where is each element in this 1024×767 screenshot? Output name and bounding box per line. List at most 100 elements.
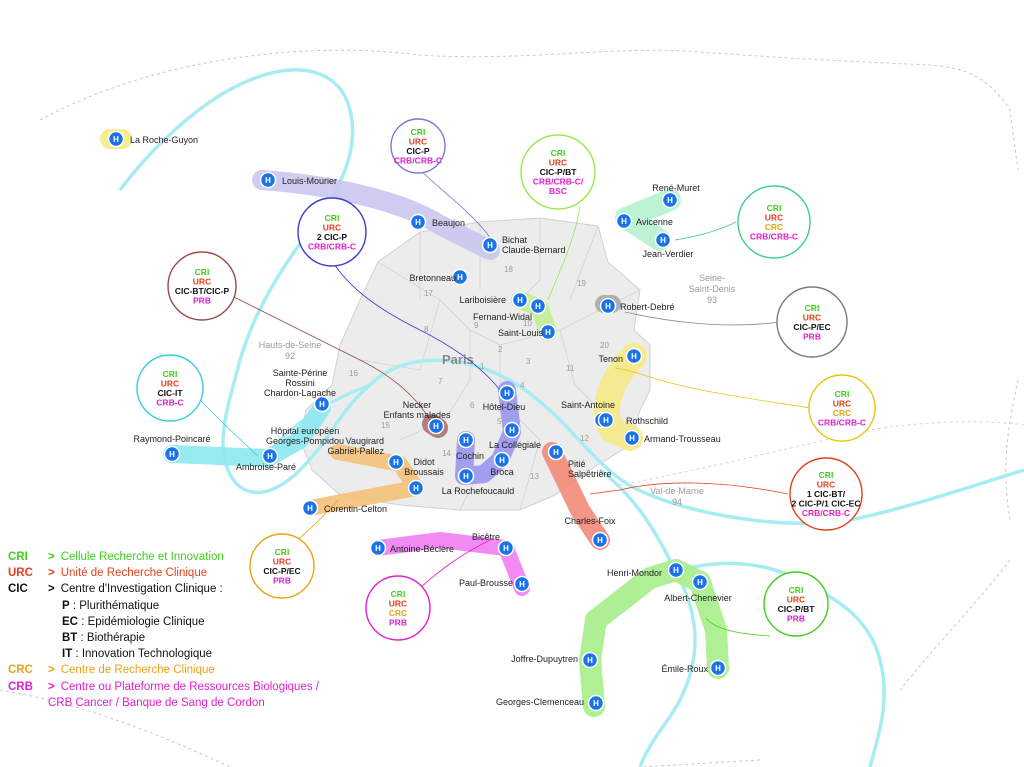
hospital-la-rochefoucauld[interactable]: HLa Rochefoucauld [442, 467, 515, 497]
badge-line: URC [787, 594, 805, 604]
hospital-label: Cochin [456, 451, 484, 461]
hospital-icon [493, 451, 511, 469]
hospital-label: Tenon [598, 354, 623, 364]
badge-line: URC [833, 398, 851, 408]
hospital-icon-letter: H [499, 456, 505, 465]
paris-label: Paris [442, 352, 474, 367]
hospital-label: Rothschild [626, 416, 668, 426]
hospital-icon [498, 384, 516, 402]
hospital-icon [511, 291, 529, 309]
hospital-louis-mourier[interactable]: H Louis-Mourier [259, 171, 338, 189]
dept-label-94: Val-de-Marne [650, 486, 704, 496]
badge-line: URC [803, 312, 821, 322]
hospital-icon-letter: H [463, 436, 469, 445]
hospital-icon [615, 212, 633, 230]
legend-item-crc: CRC > Centre de Recherche Clinique [8, 662, 338, 678]
hospital-icon-letter: H [519, 580, 525, 589]
arr-15: 15 [381, 421, 390, 430]
hospital-icon-letter: H [504, 389, 510, 398]
legend-arrow: > [48, 680, 55, 693]
hospital-label: Émile-Roux [661, 664, 708, 674]
legend-text: Unité de Recherche Clinique [60, 567, 208, 580]
hospital-label: Louis-Mourier [282, 176, 337, 186]
hospital-emile-roux[interactable]: H Émile-Roux [661, 659, 727, 677]
legend-arrow: > [48, 551, 55, 563]
dept-number-92: 92 [285, 351, 295, 361]
badge-line: CRC [833, 408, 851, 418]
hospital-icon-letter: H [629, 434, 635, 443]
badge-line: URC [389, 598, 407, 608]
hospital-icon [261, 447, 279, 465]
arr-1: 1 [480, 362, 485, 371]
badge-line: CRC [389, 608, 407, 618]
hospital-icon-letter: H [265, 176, 271, 185]
legend-text: Centre d'Investigation Clinique : [60, 583, 223, 596]
hospital-icon-letter: H [715, 664, 721, 673]
hospital-icon [503, 421, 521, 439]
legend-cic-bt: BT : Biothérapie [62, 632, 146, 645]
hospital-la-collegiale[interactable]: HLa Collégiale [489, 421, 541, 451]
hospital-label: Ambroise-Paré [236, 462, 296, 472]
hospital-icon [301, 499, 319, 517]
badge-circle [136, 354, 204, 422]
badge-line: CRB/CRB-C [750, 231, 798, 241]
badge-line: 2 CIC-P [317, 232, 348, 242]
hospital-label: Avicenne [636, 217, 673, 227]
hospital-cochin[interactable]: H Cochin [456, 431, 484, 462]
legend-text: Centre ou Plateforme de Ressources Biolo… [60, 680, 319, 693]
badge-line: CRI [819, 470, 834, 480]
badge-line: 2 CIC-P/1 CIC-EC [792, 499, 861, 509]
hospital-icon [409, 213, 427, 231]
hospital-icon [369, 539, 387, 557]
hospital-icon-letter: H [375, 544, 381, 553]
hospital-icon-letter: H [545, 328, 551, 337]
hospital-icon [581, 651, 599, 669]
